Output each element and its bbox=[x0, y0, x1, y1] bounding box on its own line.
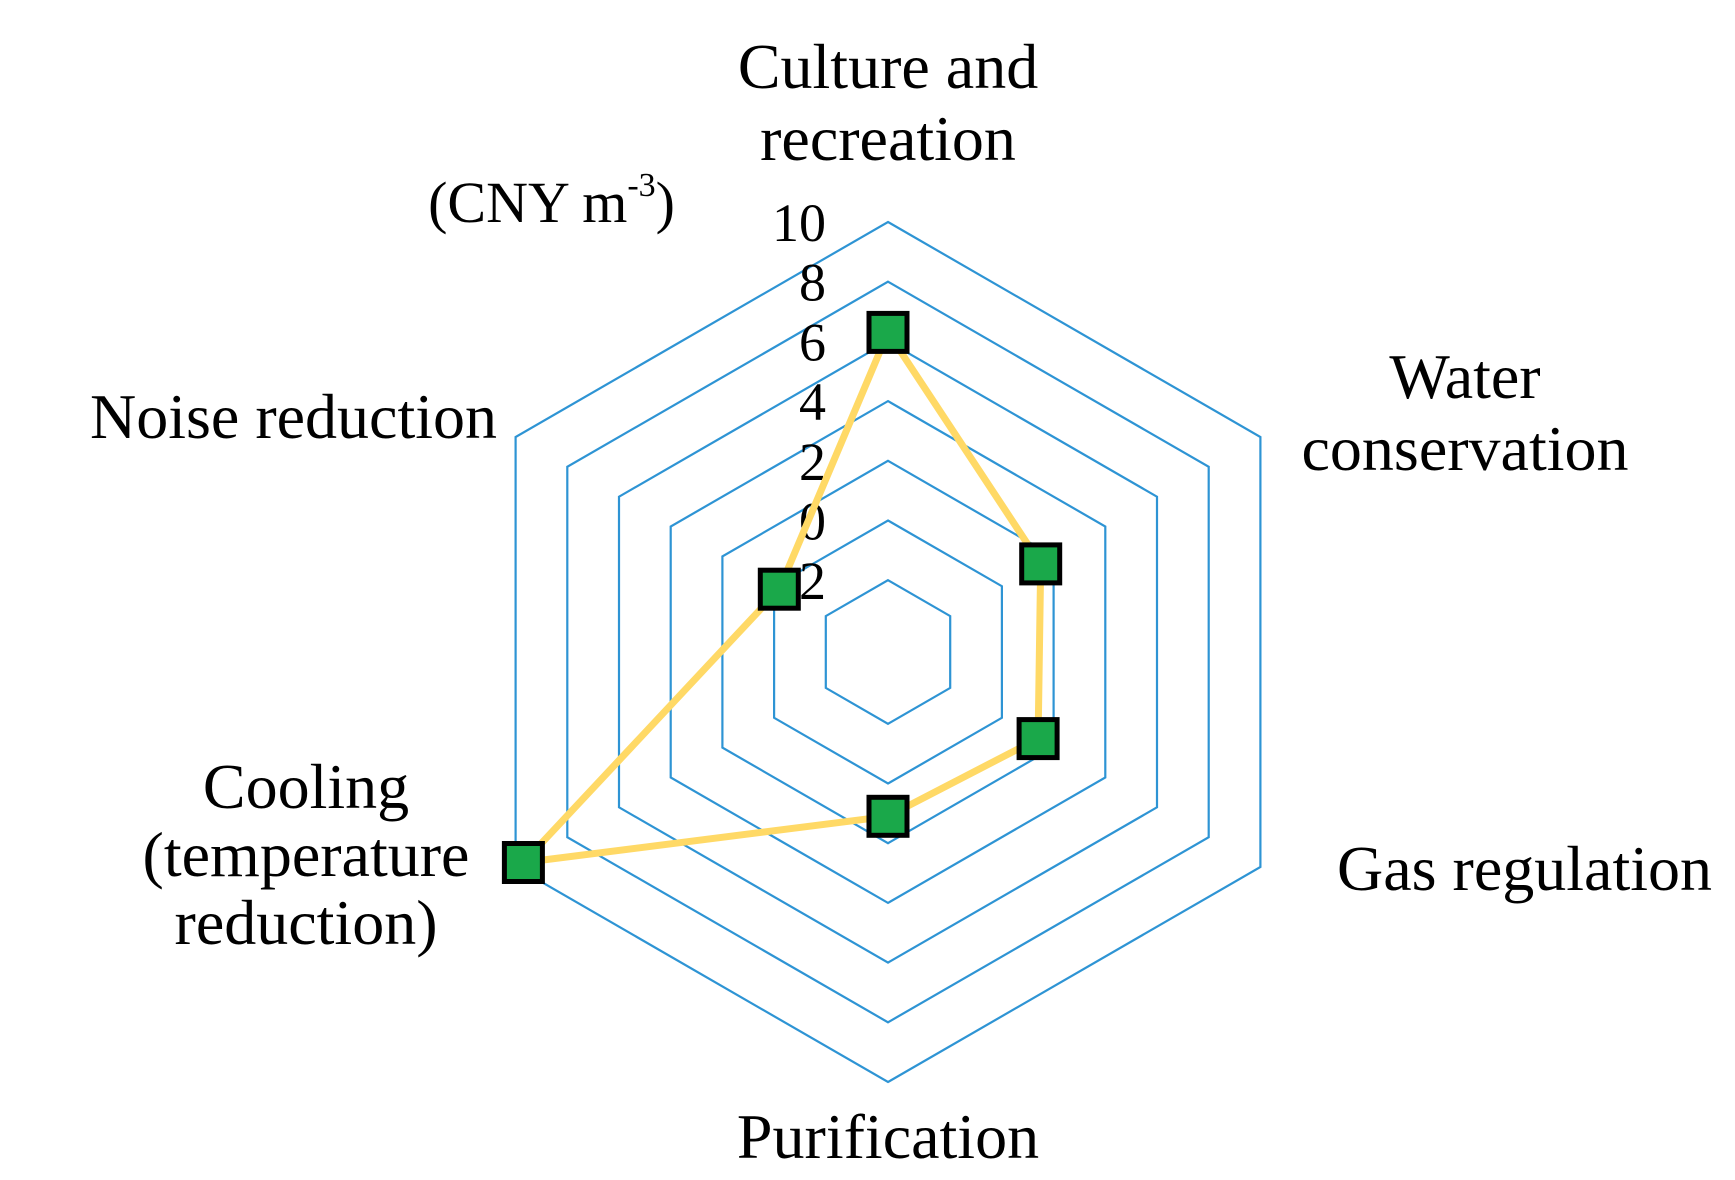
tick-label: 0 bbox=[799, 491, 826, 551]
data-point-marker bbox=[866, 794, 910, 838]
tick-label: 6 bbox=[799, 312, 826, 372]
tick-label: 4 bbox=[799, 372, 826, 432]
tick-label: 10 bbox=[772, 193, 826, 253]
data-point-marker bbox=[866, 310, 910, 354]
axis-label: Noise reduction bbox=[90, 381, 497, 452]
series-layer bbox=[501, 310, 1063, 884]
data-point-marker bbox=[1019, 542, 1063, 586]
grid-ring bbox=[669, 399, 1107, 905]
grid-ring bbox=[566, 280, 1210, 1024]
data-point-marker bbox=[757, 567, 801, 611]
axis-label: Gas regulation bbox=[1337, 833, 1712, 904]
unit-label: (CNY m-3) bbox=[428, 167, 675, 235]
grid-ring bbox=[617, 340, 1159, 964]
grid-ring bbox=[514, 220, 1262, 1084]
grid-ring bbox=[721, 459, 1055, 845]
axis-label: Purification bbox=[737, 1101, 1039, 1172]
data-point-marker bbox=[501, 841, 545, 884]
grid-ring bbox=[824, 578, 952, 726]
tick-label: 8 bbox=[799, 253, 826, 313]
data-point-marker bbox=[1016, 717, 1060, 761]
